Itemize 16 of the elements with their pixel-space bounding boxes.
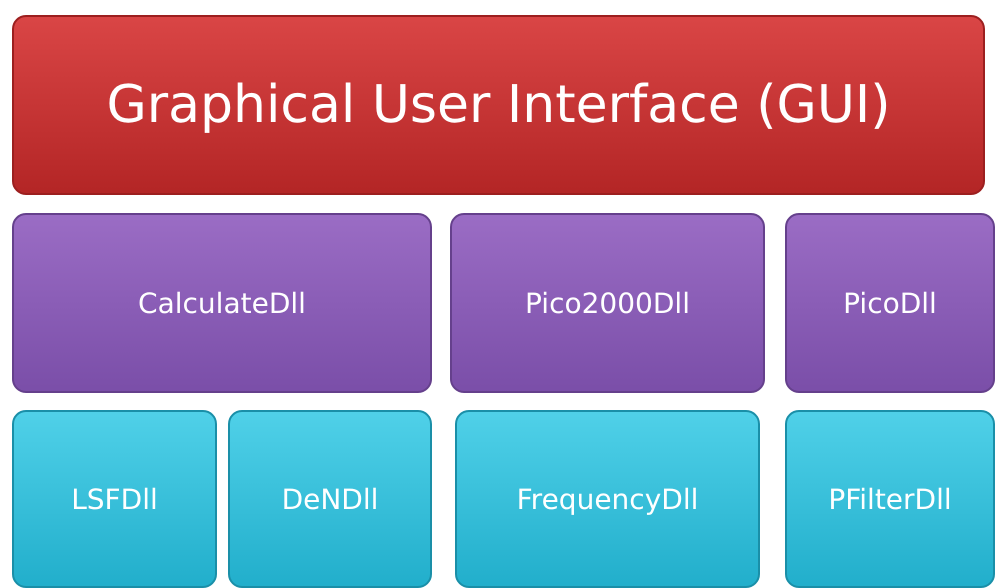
module-box [12,410,217,588]
module-name: FrequencyDll [516,482,698,516]
module-box [228,410,432,588]
layer-banner [12,15,985,195]
module-name: CalculateDll [138,286,306,320]
module-name: PFilterDll [828,482,952,516]
module-name: Pico2000Dll [525,286,690,320]
module-box [455,410,760,588]
module-name: LSFDll [71,482,158,516]
layer-title: Graphical User Interface (GUI) [106,75,891,135]
module-box [785,213,995,393]
module-name: DeNDll [282,482,378,516]
module-box [450,213,765,393]
module-box [785,410,995,588]
module-name: PicoDll [843,286,937,320]
module-box [12,213,432,393]
